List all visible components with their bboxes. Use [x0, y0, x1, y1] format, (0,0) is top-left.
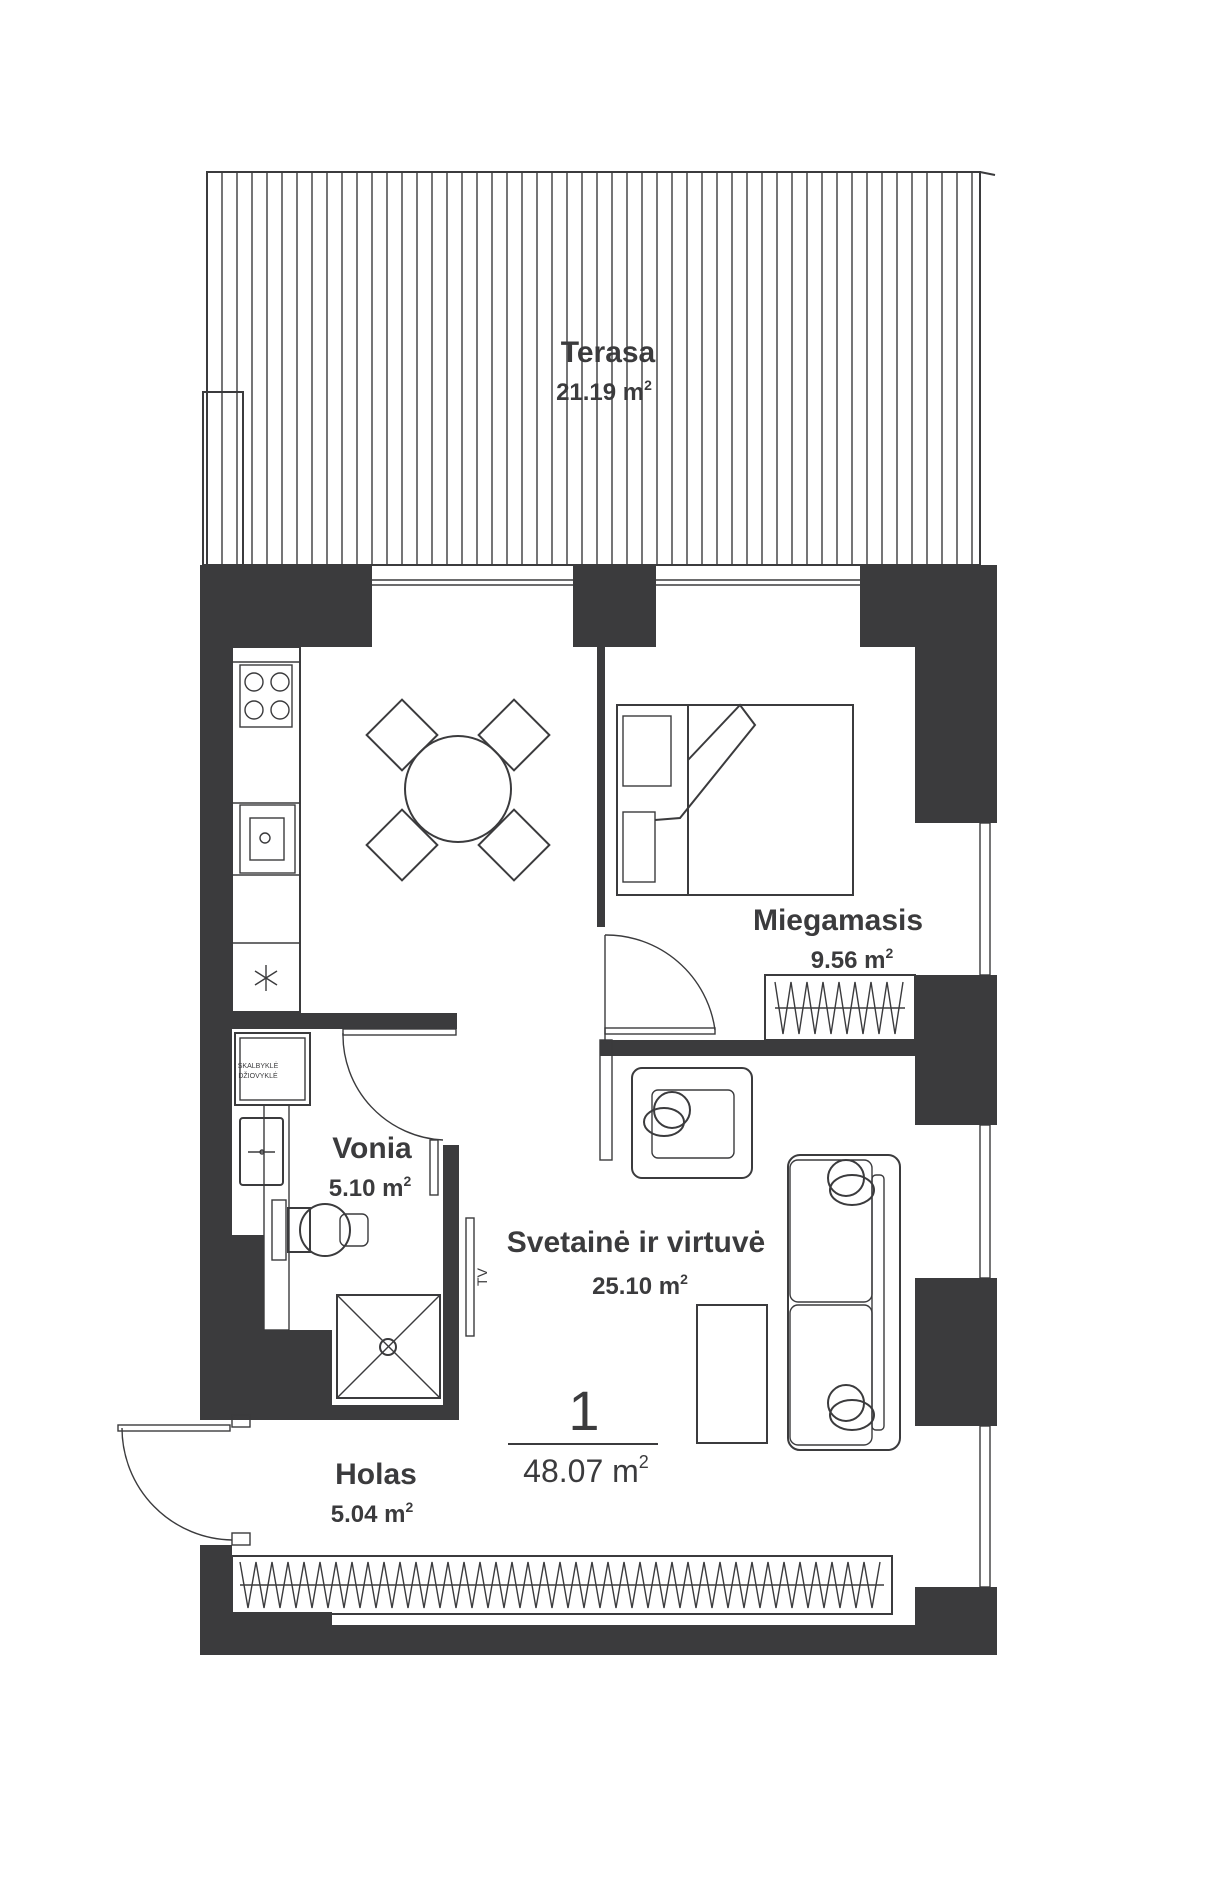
- svetaine-area: 25.10 m2: [592, 1271, 688, 1300]
- terasa-area: 21.19 m2: [556, 377, 652, 406]
- bathroom-sink-icon: [239, 1117, 284, 1186]
- kitchen-counter: [231, 646, 301, 1013]
- apartment-number: 1: [568, 1379, 599, 1442]
- interior-walls: [231, 647, 915, 1546]
- tv-unit: TV: [465, 1217, 490, 1337]
- tv-label: TV: [474, 1267, 490, 1286]
- kitchen-sink-icon: [239, 804, 296, 874]
- washer-label: SKALBYKLĖ: [238, 1061, 279, 1070]
- toilet-icon: [287, 1203, 369, 1257]
- dryer-label: DŽIOVYKLĖ: [238, 1071, 278, 1080]
- person-icon: [827, 1159, 875, 1206]
- terrace-deck-slats: [221, 172, 973, 565]
- armchair: [631, 1067, 753, 1179]
- terrace: [202, 171, 996, 566]
- room-labels: Terasa 21.19 m2 Miegamasis 9.56 m2 Vonia…: [329, 336, 923, 1528]
- dining-table: [365, 698, 551, 882]
- holas-area: 5.04 m2: [331, 1499, 414, 1528]
- coffee-table: [696, 1304, 768, 1444]
- miegamasis-area: 9.56 m2: [811, 945, 894, 974]
- structural-walls: [200, 565, 997, 1655]
- bedroom-wardrobe: [764, 974, 916, 1041]
- person-icon: [827, 1384, 875, 1431]
- vonia-area: 5.10 m2: [329, 1173, 412, 1202]
- cooktop-icon: [239, 664, 293, 728]
- bathroom-door: [342, 1032, 444, 1141]
- apartment-area: 48.07 m2: [523, 1452, 649, 1489]
- sofa: [787, 1154, 901, 1451]
- bathroom-fixtures: SKALBYKLĖ DŽIOVYKLĖ: [234, 1032, 441, 1399]
- holas-name: Holas: [335, 1458, 417, 1491]
- entrance-door: [117, 1424, 233, 1541]
- apartment-summary: 1 48.07 m2: [508, 1379, 658, 1489]
- miegamasis-name: Miegamasis: [753, 904, 923, 937]
- person-icon: [643, 1091, 691, 1137]
- terasa-name: Terasa: [561, 336, 656, 369]
- double-bed: [616, 703, 854, 896]
- hall-wardrobe: [231, 1555, 893, 1615]
- shower-tray: [336, 1294, 441, 1399]
- svetaine-name: Svetainė ir virtuvė: [507, 1226, 765, 1259]
- terrace-window: [372, 579, 860, 586]
- vonia-name: Vonia: [332, 1132, 412, 1165]
- bedroom-door: [604, 934, 716, 1040]
- freezer-icon: [254, 965, 278, 991]
